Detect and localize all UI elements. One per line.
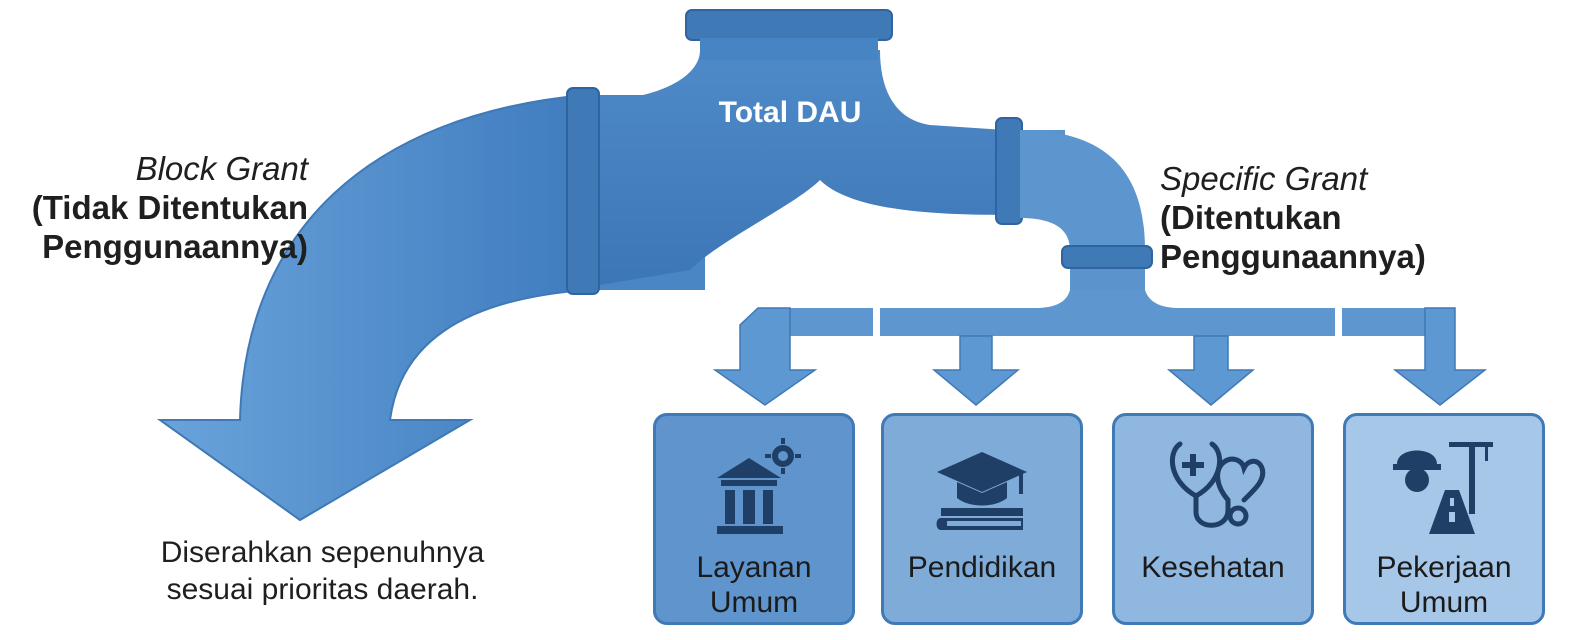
worker-road-crane-icon [1393,442,1493,534]
arrow-pendidikan [931,335,1021,406]
arrow-pekerjaan-umum [1392,307,1488,406]
arrow-kesehatan [1166,335,1256,406]
graduation-cap-book-icon [936,452,1027,530]
total-dau-label: Total DAU [718,96,862,129]
sector-label: Kesehatan [1141,551,1285,584]
arrow-layanan-umum [712,307,818,406]
right-flange [995,117,1023,225]
sector-label: Layanan Umum [696,551,812,620]
block-grant-arrow [156,93,586,522]
specific-grant-description: (Ditentukan Penggunaannya) [1160,198,1426,275]
sector-card-pendidikan: Pendidikan [881,413,1083,625]
specific-grant-label: Specific Grant (Ditentukan Penggunaannya… [1160,160,1460,277]
block-grant-description: (Tidak Ditentukan Penggunaannya) [31,188,308,265]
drop-flange [1061,245,1153,269]
specific-grant-term: Specific Grant [1160,160,1368,197]
manifold [880,290,1335,336]
public-service-building-gear-icon [717,438,801,534]
left-flange [566,87,600,295]
stethoscope-heart-icon [1170,441,1266,528]
sector-card-layanan-umum: Layanan Umum [653,413,855,625]
sector-card-pekerjaan-umum: Pekerjaan Umum [1343,413,1545,625]
right-elbow [1020,130,1145,250]
block-grant-label: Block Grant (Tidak Ditentukan Penggunaan… [18,150,308,267]
sector-label: Pekerjaan Umum [1376,551,1512,620]
block-grant-note: Diserahkan sepenuhnya sesuai prioritas d… [160,536,485,606]
sector-label: Pendidikan [907,551,1057,584]
top-cap [685,9,893,41]
block-grant-term: Block Grant [135,150,308,187]
top-neck [700,38,878,60]
sector-card-kesehatan: Kesehatan [1112,413,1314,625]
central-hub [600,50,1005,285]
